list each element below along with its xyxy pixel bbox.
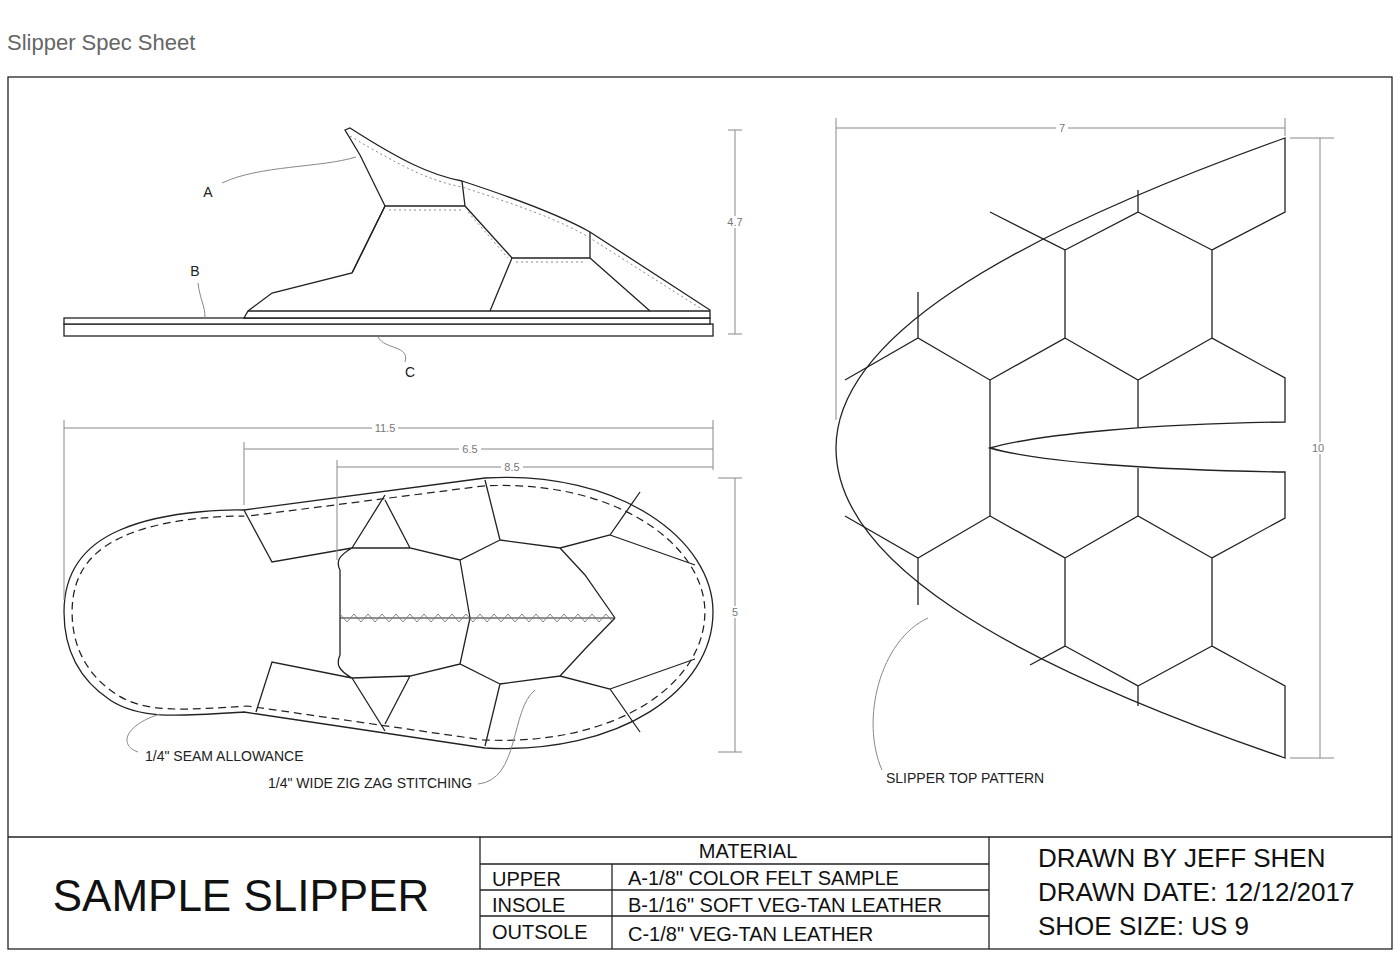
table-header: MATERIAL	[699, 840, 798, 862]
title-block-text: SHOE SIZE: US 9	[1038, 912, 1249, 941]
table-cell: INSOLE	[492, 894, 565, 916]
title-block-text: DRAWN BY JEFF SHEN	[1038, 844, 1325, 873]
dimension: 8.5	[501, 461, 522, 473]
sheet-heading: Slipper Spec Sheet	[7, 31, 195, 55]
dimension: 10	[1309, 442, 1327, 454]
pattern-dimensions	[836, 118, 1334, 770]
callout-note: SLIPPER TOP PATTERN	[886, 771, 1044, 786]
part-letter: C	[405, 365, 415, 380]
top-view-dimensions	[64, 420, 742, 784]
table-cell: B-1/16" SOFT VEG-TAN LEATHER	[628, 894, 942, 916]
side-view	[64, 128, 713, 336]
zig-zag-seam	[340, 614, 613, 622]
table-cell: OUTSOLE	[492, 921, 588, 943]
callout-note: 1/4" SEAM ALLOWANCE	[145, 749, 304, 764]
dimension: 11.5	[372, 422, 399, 434]
callout-note: 1/4" WIDE ZIG ZAG STITCHING	[268, 776, 472, 791]
table-cell: UPPER	[492, 868, 561, 890]
drawing-title: SAMPLE SLIPPER	[53, 872, 430, 920]
top-view	[64, 477, 713, 748]
table-cell: C-1/8" VEG-TAN LEATHER	[628, 923, 873, 945]
top-pattern	[836, 138, 1285, 758]
zig-zag-stitching	[340, 614, 613, 622]
side-leaders	[198, 130, 742, 362]
table-cell: A-1/8" COLOR FELT SAMPLE	[628, 867, 899, 889]
dimension: 6.5	[459, 443, 480, 455]
dimension: 5	[729, 606, 741, 618]
dimension: 7	[1056, 122, 1068, 134]
dimension: 4.7	[724, 216, 745, 228]
title-block-text: DRAWN DATE: 12/12/2017	[1038, 878, 1354, 907]
part-letter: B	[190, 264, 199, 279]
part-letter: A	[203, 185, 212, 200]
frame	[8, 77, 1392, 949]
